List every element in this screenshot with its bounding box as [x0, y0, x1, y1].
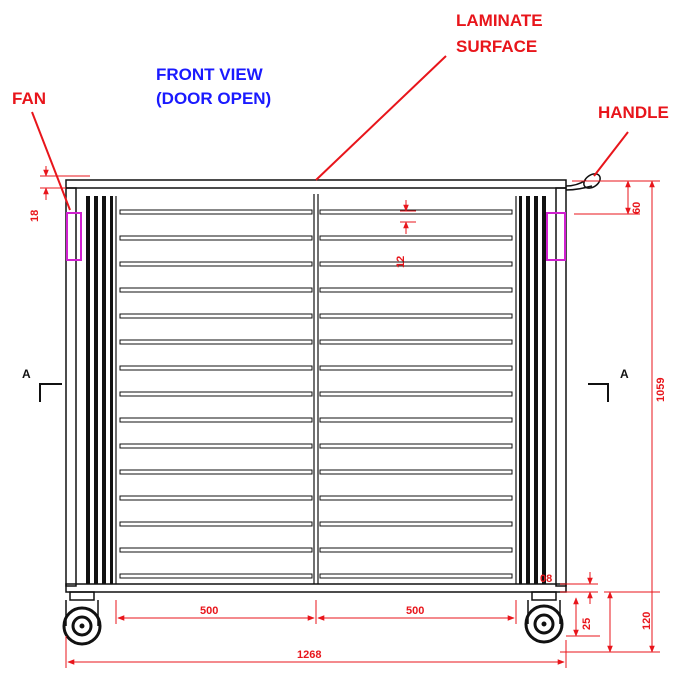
- right-caster: [524, 591, 564, 644]
- shelf-slat: [119, 417, 313, 423]
- dim-shelf-spacing: 12: [395, 256, 407, 268]
- shelf-slat: [319, 443, 513, 449]
- laminate-top: [65, 179, 567, 189]
- section-mark-right: [588, 383, 609, 402]
- left-caster: [62, 591, 102, 646]
- dim-overall-height: 1059: [655, 378, 667, 402]
- fan-leader: [31, 111, 71, 211]
- view-title-line1: FRONT VIEW: [156, 65, 264, 84]
- shelf-slat: [319, 339, 513, 345]
- shelf-slat: [119, 339, 313, 345]
- shelf-slat: [319, 391, 513, 397]
- shelf-rows: [119, 209, 513, 579]
- section-label-right: A: [620, 367, 629, 381]
- dim-wheel-offset: 25: [581, 618, 593, 630]
- shelf-slat: [119, 443, 313, 449]
- shelf-slat: [319, 417, 513, 423]
- shelf-slat: [319, 469, 513, 475]
- shelf-slat: [119, 313, 313, 319]
- left-fan: [66, 212, 82, 261]
- left-door-column: [86, 196, 113, 584]
- laminate-label-line2: SURFACE: [456, 37, 537, 56]
- shelf-slat: [119, 287, 313, 293]
- cabinet-frame: [65, 179, 567, 593]
- shelf-slat: [119, 209, 313, 215]
- right-side-panel: [555, 187, 567, 587]
- laminate-leader: [315, 55, 447, 181]
- handle-leader: [593, 131, 629, 177]
- shelf-slat: [319, 495, 513, 501]
- shelf-slat: [319, 313, 513, 319]
- shelf-slat: [319, 365, 513, 371]
- shelf-slat: [319, 235, 513, 241]
- dim-bay-left: 500: [200, 605, 218, 617]
- shelf-slat: [119, 235, 313, 241]
- laminate-label-line1: LAMINATE: [456, 11, 543, 30]
- dim-top-gap: 18: [29, 210, 41, 222]
- shelf-slat: [119, 573, 313, 579]
- shelf-slat: [319, 521, 513, 527]
- dim-base-height: 120: [641, 612, 653, 630]
- shelf-slat: [119, 547, 313, 553]
- section-mark-left: [39, 383, 62, 402]
- handle-label: HANDLE: [598, 103, 669, 122]
- fan-label: FAN: [12, 89, 46, 108]
- shelf-slat: [119, 391, 313, 397]
- shelf-slat: [319, 287, 513, 293]
- base-rail: [65, 583, 567, 593]
- view-title-line2: (DOOR OPEN): [156, 89, 271, 108]
- shelf-slat: [119, 469, 313, 475]
- shelf-slat: [119, 521, 313, 527]
- shelf-slat: [319, 261, 513, 267]
- shelf-slat: [119, 495, 313, 501]
- dim-overall-width: 1268: [297, 649, 321, 661]
- left-side-panel: [65, 187, 77, 587]
- right-door-column: [519, 196, 546, 584]
- shelf-slat: [119, 365, 313, 371]
- shelf-slat: [119, 261, 313, 267]
- shelf-slat: [319, 547, 513, 553]
- dim-handle-height: 60: [631, 202, 643, 214]
- dim-bottom-gap: 08: [540, 573, 552, 585]
- right-fan: [546, 212, 566, 261]
- dim-bay-right: 500: [406, 605, 424, 617]
- section-label-left: A: [22, 367, 31, 381]
- shelf-slat: [319, 209, 513, 215]
- shelf-slat: [319, 573, 513, 579]
